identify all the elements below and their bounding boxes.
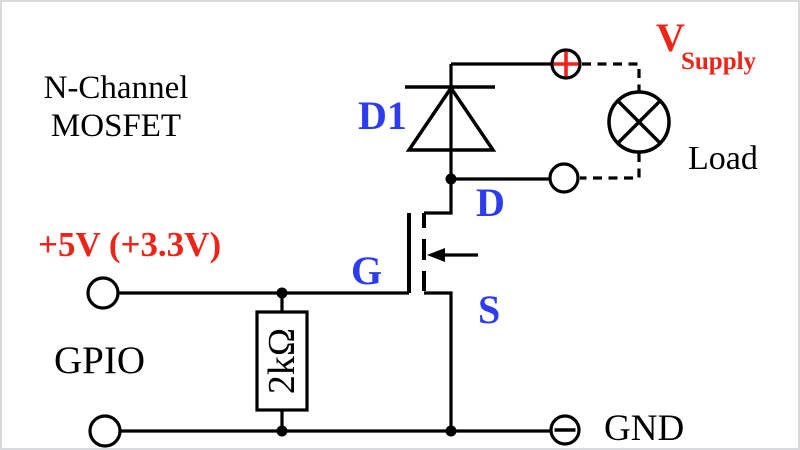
source-label: S: [478, 287, 501, 332]
gpio-low-terminal: [88, 414, 122, 448]
supply-voltage-label: V: [656, 15, 685, 60]
junction-dot-resistor-bottom: [276, 425, 288, 437]
mosfet-source-connector: [424, 291, 453, 431]
resistor-body: [255, 310, 309, 412]
junction-dot-source: [445, 425, 457, 437]
drain-label: D: [476, 180, 505, 225]
lamp-circle: [607, 90, 671, 154]
diode-label: D1: [358, 93, 407, 138]
mosfet-drain-connector: [424, 179, 453, 215]
diode-anode-triangle: [405, 84, 497, 152]
flyback-diode-symbol: [405, 84, 497, 152]
load-dashed-wire-bottom: [580, 153, 641, 180]
transistor-type-line2: MOSFET: [50, 108, 182, 144]
junction-dots: [276, 173, 457, 437]
lamp-symbol: [607, 90, 671, 154]
transistor-type-line1: N-Channel: [43, 70, 189, 106]
junction-dot-drain: [445, 173, 457, 185]
gpio-label: GPIO: [54, 339, 146, 382]
mosfet-body-arrow-icon: [427, 248, 445, 262]
junction-dot-gate: [276, 287, 288, 299]
load-dashed-wire-top: [582, 62, 641, 91]
ground-label: GND: [604, 408, 685, 449]
load-return-terminal: [548, 162, 580, 194]
plus-icon: [553, 51, 579, 77]
lamp-cross-icon: [616, 99, 662, 145]
gate-label: G: [351, 248, 383, 293]
resistor-value-label: 2kΩ: [261, 327, 303, 395]
mosfet-symbol: [407, 179, 478, 431]
resistor-symbol: [255, 310, 309, 412]
load-dashed-wires: [580, 62, 641, 180]
gpio-high-terminal: [86, 276, 120, 310]
load-label: Load: [688, 140, 758, 177]
gpio-voltage-label: +5V (+3.3V): [38, 225, 222, 264]
transistor-type-label: N-Channel MOSFET: [30, 69, 202, 145]
supply-voltage-subscript: Supply: [681, 48, 757, 75]
terminals: [86, 48, 582, 448]
